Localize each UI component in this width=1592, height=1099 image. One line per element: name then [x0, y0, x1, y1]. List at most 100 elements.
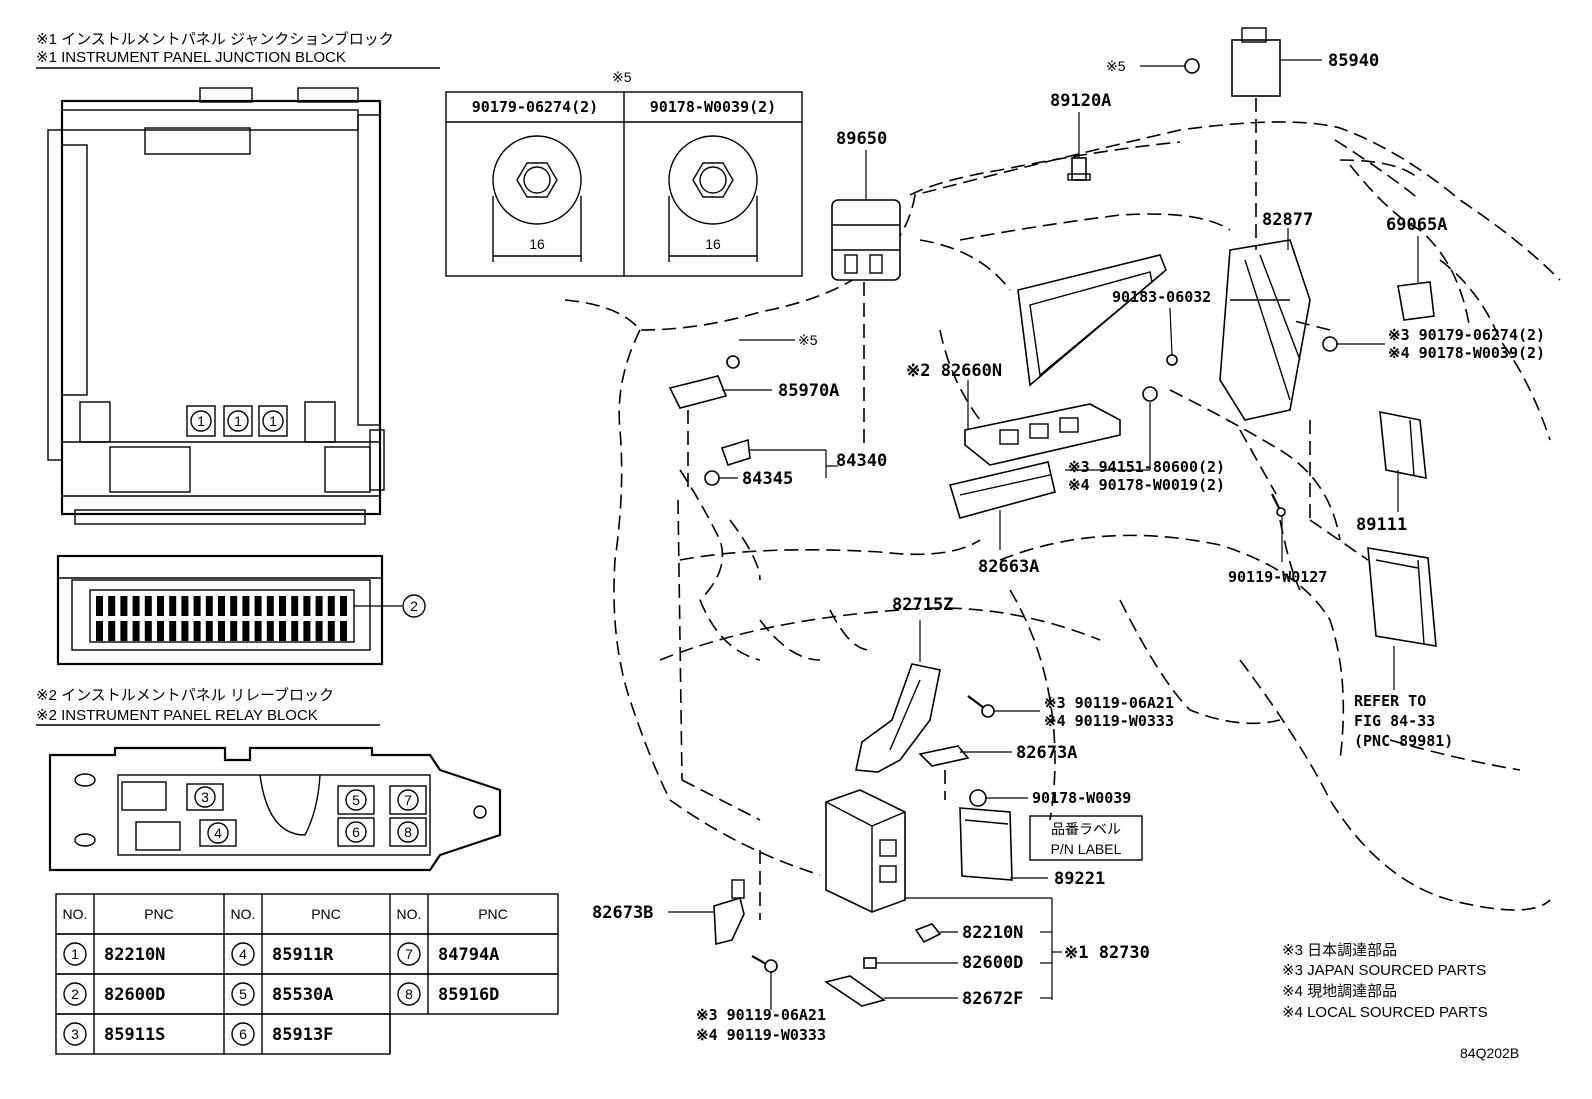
leader-lines: [668, 59, 1419, 1010]
pnc-row-no: 1: [71, 946, 79, 962]
part-89111-illustration: [1379, 411, 1427, 479]
nut1-dimension: 16: [529, 236, 545, 252]
part-84340: 84340: [836, 451, 887, 471]
dashboard-outline: [564, 121, 1561, 911]
connector-pin: [108, 596, 116, 616]
connector-pin: [218, 621, 225, 641]
connector-pin: [327, 596, 335, 616]
part-82663A-illustration: [948, 461, 1056, 519]
pnc-row-no: 3: [71, 1026, 79, 1042]
part-84345-illustration: [720, 438, 751, 466]
connector-pin: [230, 621, 238, 641]
bolt-icon-90183: [1166, 354, 1178, 366]
connector-pin: [254, 596, 262, 616]
part-85970A: 85970A: [778, 381, 839, 401]
part-82877: 82877: [1262, 210, 1313, 230]
pnc-row-value: 85911S: [104, 1025, 165, 1045]
connector-pin: [108, 621, 116, 641]
pnc-header-pnc-1: PNC: [144, 906, 174, 922]
svg-text:2: 2: [410, 598, 418, 614]
part-82600D-illustration: [863, 957, 877, 969]
ref-right-japan: ※3 90179-06274(2): [1388, 326, 1545, 344]
connector-pin: [157, 596, 164, 616]
rb-circle-8: 8: [389, 817, 427, 847]
relay-block-title-en: ※2 INSTRUMENT PANEL RELAY BLOCK: [36, 707, 318, 724]
relay-block-drawing: [48, 746, 502, 872]
note-5-top: ※5: [1106, 58, 1126, 74]
relay-block-title-jp: ※2 インストルメントパネル リレーブロック: [36, 686, 334, 704]
svg-text:1: 1: [269, 413, 277, 429]
ref-low-local: ※4 90119-W0333: [1044, 712, 1174, 730]
connector-pin: [193, 596, 201, 616]
part-89650: 89650: [836, 129, 887, 149]
pnc-no-circle: [397, 942, 421, 966]
part-82600D: 82600D: [962, 953, 1023, 973]
nut-icon-94151: [1142, 386, 1158, 402]
part-85970A-illustration: [668, 375, 728, 409]
svg-text:8: 8: [404, 824, 412, 840]
svg-text:5: 5: [352, 792, 360, 808]
svg-text:1: 1: [234, 413, 242, 429]
connector-pin: [340, 621, 347, 641]
connector-pin: [144, 621, 152, 641]
connector-pin: [181, 596, 189, 616]
ref-bottom-local: ※4 90119-W0333: [696, 1026, 826, 1044]
legend-local-en: ※4 LOCAL SOURCED PARTS: [1282, 1004, 1488, 1021]
pnc-header-no-1: NO.: [63, 906, 88, 922]
pnc-row-value: 82600D: [104, 985, 165, 1005]
pnc-table: NO. PNC NO. PNC NO. PNC: [55, 893, 559, 1055]
part-82673A: 82673A: [1016, 743, 1077, 763]
jb-circle-1b: 1: [223, 405, 253, 437]
part-85940-illustration: [1231, 27, 1281, 97]
connector-pin: [169, 596, 177, 616]
svg-text:4: 4: [214, 825, 222, 841]
connector-pin: [157, 621, 164, 641]
connector-pin: [181, 621, 189, 641]
nut-icon-90178-W0039: [969, 789, 987, 807]
pnc-row-value: 85916D: [438, 985, 499, 1005]
rb-circle-3: 3: [186, 783, 224, 811]
connector-pin: [242, 621, 250, 641]
legend-local-jp: ※4 現地調達部品: [1282, 983, 1397, 1000]
part-84345: 84345: [742, 469, 793, 489]
connector-pin: [230, 596, 238, 616]
legend: ※3 日本調達部品 ※3 JAPAN SOURCED PARTS ※4 現地調達…: [1282, 942, 1488, 1021]
svg-text:7: 7: [404, 792, 412, 808]
jb-circle-1c: 1: [258, 405, 288, 437]
nut-col1-header: 90179-06274(2): [472, 98, 598, 116]
pn-label-jp: 品番ラベル: [1051, 821, 1121, 837]
part-89221: 89221: [1054, 869, 1105, 889]
svg-text:3: 3: [201, 789, 209, 805]
pnc-header-no-2: NO.: [231, 906, 256, 922]
nut-table-note: ※5: [612, 69, 632, 85]
connector-pin: [291, 596, 299, 616]
pnc-row-value: 85913F: [272, 1025, 333, 1045]
pnc-row-value: 85911R: [272, 945, 334, 965]
refer-to: REFER TO: [1354, 692, 1426, 710]
ref-right-local: ※4 90178-W0039(2): [1388, 344, 1545, 362]
legend-japan-jp: ※3 日本調達部品: [1282, 942, 1397, 959]
part-89221-illustration: [959, 807, 1013, 881]
svg-text:6: 6: [352, 824, 360, 840]
part-82663A: 82663A: [978, 557, 1039, 577]
legend-japan-en: ※3 JAPAN SOURCED PARTS: [1282, 962, 1486, 979]
refer-fig: FIG 84-33: [1354, 712, 1435, 730]
pnc-no-circle: [231, 942, 255, 966]
pnc-no-circle: [63, 982, 87, 1006]
pnc-no-circle: [397, 982, 421, 1006]
pnc-header-pnc-3: PNC: [478, 906, 508, 922]
rb-circle-5: 5: [337, 785, 375, 815]
connector-pin: [327, 621, 335, 641]
nut-table: 90179-06274(2) 90178-W0039(2) 16 16: [445, 91, 803, 277]
part-82672F-illustration: [824, 975, 886, 1007]
part-69065A: 69065A: [1386, 215, 1447, 235]
pnc-no-circle: [231, 1022, 255, 1046]
connector-pin: [205, 596, 213, 616]
svg-text:1: 1: [197, 413, 205, 429]
connector-pin: [266, 596, 274, 616]
pnc-no-circle: [63, 1022, 87, 1046]
part-82715Z-illustration: [855, 663, 941, 773]
ref-low-japan: ※3 90119-06A21: [1044, 694, 1174, 712]
part-90178-W0039: 90178-W0039: [1032, 789, 1131, 807]
